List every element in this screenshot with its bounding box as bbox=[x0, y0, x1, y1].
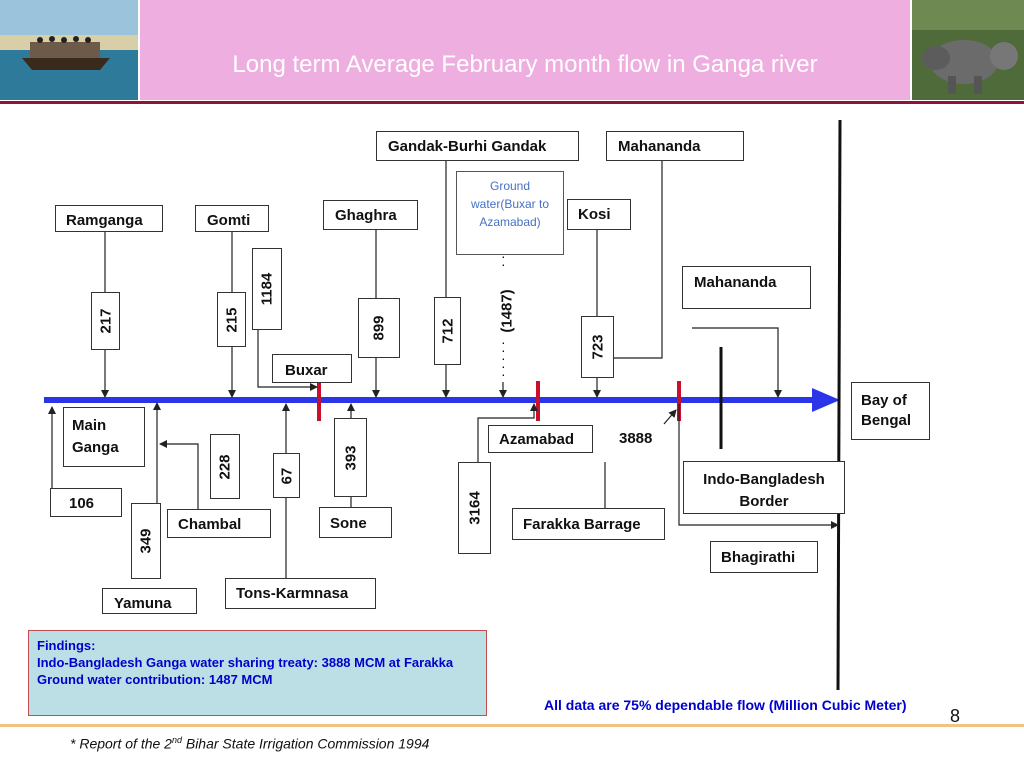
yamuna-flow-box: 349 bbox=[131, 503, 161, 579]
chambal-box: Chambal bbox=[167, 509, 271, 538]
ground-water-dots-lower: ····· bbox=[501, 334, 506, 382]
farakka-barrage-box: Farakka Barrage bbox=[512, 508, 665, 540]
ground-water-dots: ·· bbox=[501, 248, 506, 272]
indo-bangladesh-border-box: Indo-Bangladesh Border bbox=[683, 461, 845, 514]
gandak-box: Gandak-Burhi Gandak bbox=[376, 131, 579, 161]
buxar-upstream-flow-box: 1184 bbox=[252, 248, 282, 330]
chambal-flow-box: 228 bbox=[210, 434, 240, 499]
mahananda-top-box: Mahananda bbox=[606, 131, 744, 161]
page-number: 8 bbox=[950, 706, 961, 726]
header-divider bbox=[0, 101, 1024, 104]
slide-title: Long term Average February month flow in… bbox=[232, 51, 818, 78]
kosi-box: Kosi bbox=[567, 199, 631, 230]
footnote: * Report of the 2nd Bihar State Irrigati… bbox=[70, 735, 430, 752]
ground-water-box: Ground water(Buxar to Azamabad) bbox=[456, 171, 564, 255]
main-ganga-box: Main Ganga bbox=[63, 407, 145, 467]
buxar-box: Buxar bbox=[272, 354, 352, 383]
ghaghra-box: Ghaghra bbox=[323, 200, 418, 230]
findings-line-groundwater: Ground water contribution: 1487 MCM bbox=[37, 672, 273, 687]
farakka-flow-label: 3888 bbox=[619, 430, 653, 447]
tons-flow-box: 67 bbox=[273, 453, 300, 498]
ghaghra-flow-box: 899 bbox=[358, 298, 400, 358]
main-ganga-flow-box: 106 bbox=[50, 488, 122, 517]
findings-box: Findings: Indo-Bangladesh Ganga water sh… bbox=[28, 630, 487, 716]
ramganga-flow-box: 217 bbox=[91, 292, 120, 350]
azamabad-box: Azamabad bbox=[488, 425, 593, 453]
ramganga-box: Ramganga bbox=[55, 205, 163, 232]
ground-water-flow-label: (1487) bbox=[498, 289, 516, 333]
ganga-river-arrowhead bbox=[812, 388, 840, 412]
mahananda-mid-box: Mahananda bbox=[682, 266, 811, 309]
units-note: All data are 75% dependable flow (Millio… bbox=[544, 697, 907, 713]
yamuna-box: Yamuna bbox=[102, 588, 197, 614]
sone-flow-box: 393 bbox=[334, 418, 367, 497]
findings-heading: Findings: bbox=[37, 638, 96, 653]
gomti-box: Gomti bbox=[195, 205, 269, 232]
boat-photo bbox=[0, 0, 138, 100]
tons-karmnasa-box: Tons-Karmnasa bbox=[225, 578, 376, 609]
bay-of-bengal-box: Bay of Bengal bbox=[851, 382, 930, 440]
border-line bbox=[836, 119, 842, 691]
gandak-flow-box: 712 bbox=[434, 297, 461, 365]
gomti-flow-box: 215 bbox=[217, 292, 246, 347]
footer-divider bbox=[0, 724, 1024, 727]
bhagirathi-box: Bhagirathi bbox=[710, 541, 818, 573]
azamabad-flow-box: 3164 bbox=[458, 462, 491, 554]
sone-box: Sone bbox=[319, 507, 392, 538]
rhino-photo bbox=[912, 0, 1024, 100]
kosi-flow-box: 723 bbox=[581, 316, 614, 378]
title-band bbox=[140, 0, 910, 100]
findings-line-treaty: Indo-Bangladesh Ganga water sharing trea… bbox=[37, 655, 454, 670]
